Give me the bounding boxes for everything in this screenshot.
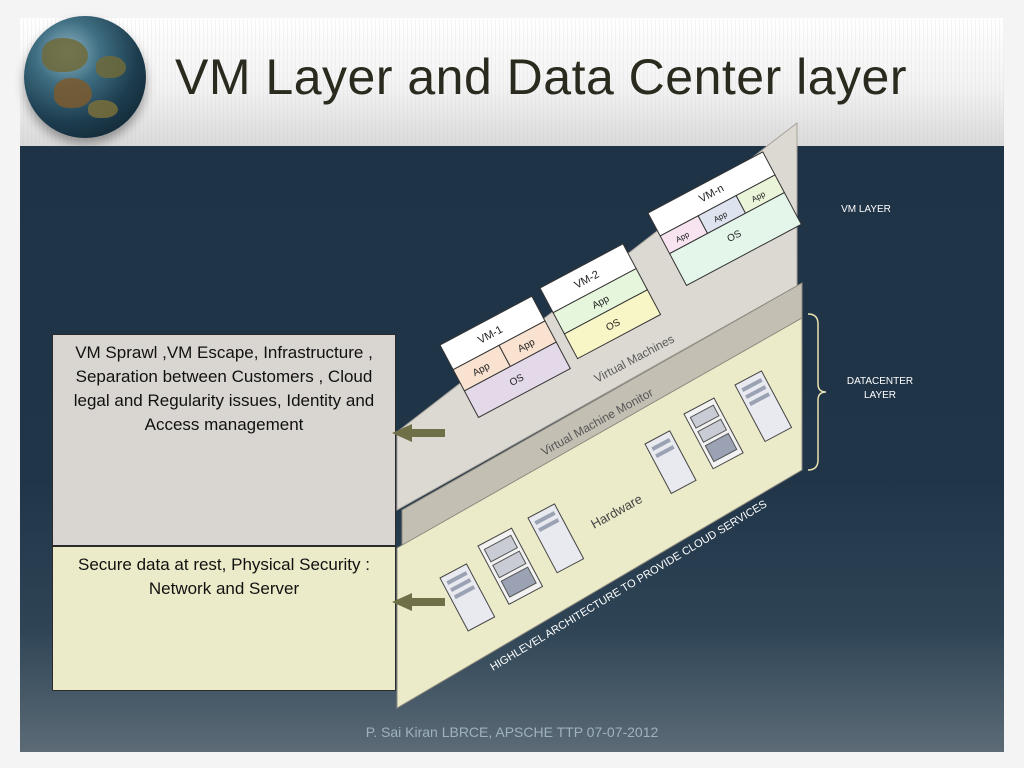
server-rack-icon <box>683 397 744 470</box>
datacenter-layer-label: DATACENTER LAYER <box>846 376 914 401</box>
server-tower-icon <box>527 503 585 574</box>
vm-n: VM-n App App App OS <box>647 151 802 287</box>
vm-layer-label: VM LAYER <box>841 204 891 215</box>
server-tower-icon <box>734 370 793 443</box>
vm-2: VM-2 App OS <box>539 243 662 360</box>
server-tower-icon <box>644 430 697 495</box>
server-rack-icon <box>477 527 544 605</box>
datacenter-brace <box>807 313 827 471</box>
arrow-icon <box>392 593 445 611</box>
server-tower-icon <box>439 563 496 632</box>
footer-text: P. Sai Kiran LBRCE, APSCHE TTP 07-07-201… <box>365 724 659 740</box>
globe-icon <box>24 16 146 138</box>
datacenter-issues-box: Secure data at rest, Physical Security :… <box>52 546 396 691</box>
arrow-icon <box>392 424 445 442</box>
vm-layer-issues-box: VM Sprawl ,VM Escape, Infrastructure , S… <box>52 334 396 546</box>
vm-layer-issues-text: VM Sprawl ,VM Escape, Infrastructure , S… <box>73 343 375 434</box>
vm-1: VM-1 App App OS <box>439 295 571 419</box>
page-title: VM Layer and Data Center layer <box>175 49 908 105</box>
datacenter-issues-text: Secure data at rest, Physical Security :… <box>78 555 370 598</box>
title-band <box>20 18 1004 146</box>
